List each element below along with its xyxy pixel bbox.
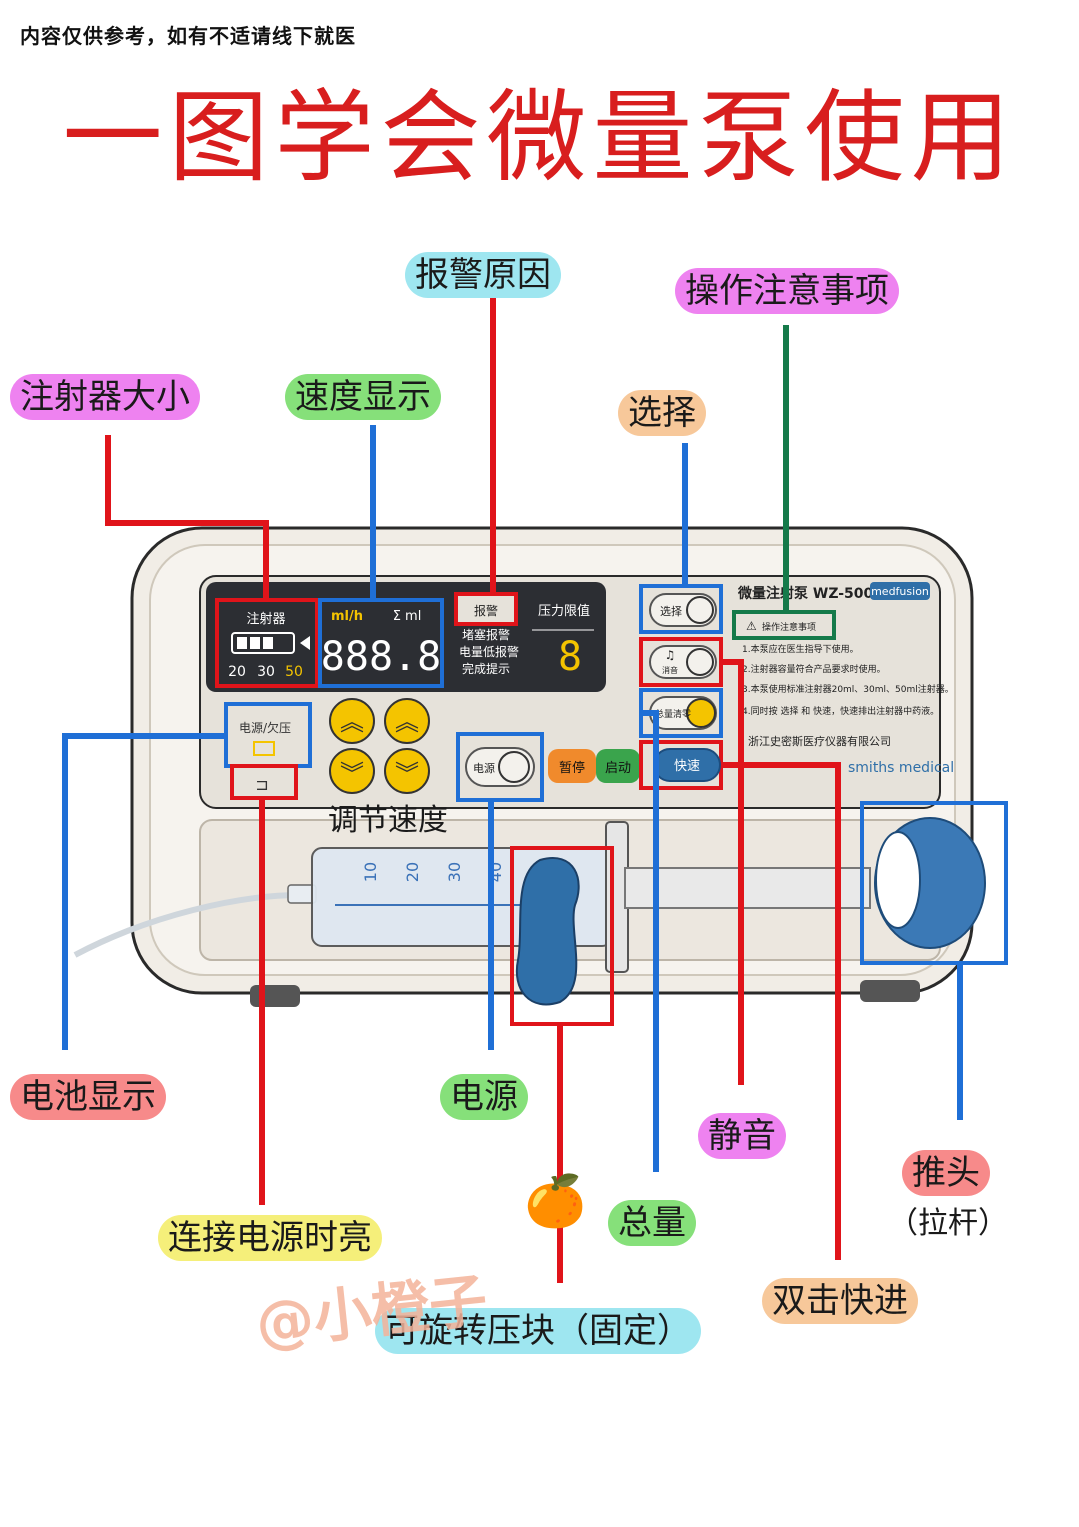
mute-btn-label: 消音 xyxy=(662,665,678,675)
label-select: 选择 xyxy=(618,390,706,436)
disclaimer-text: 内容仅供参考，如有不适请线下就医 xyxy=(20,24,356,48)
size-30: 30 xyxy=(257,664,275,680)
note-4: 4.同时按 选择 和 快速，快速排出注射器中药液。 xyxy=(742,705,939,717)
pause-button xyxy=(548,749,596,783)
alarm-section: 报警 堵塞报警 电量低报警 完成提示 xyxy=(454,592,519,676)
total-btn-label: 总量清零 xyxy=(655,708,691,720)
orange-icon: 🍊 xyxy=(524,1172,587,1230)
note-3: 3.本泵使用标准注射器20ml、30ml、50ml注射器。 xyxy=(742,683,954,695)
rate-digits: 888.8 xyxy=(321,634,441,680)
speed-up-button-2 xyxy=(384,698,430,744)
alarm-button: 报警 xyxy=(474,603,498,618)
main-title: 一图学会微量泵使用 xyxy=(62,79,1017,196)
warning-icon: ⚠ xyxy=(746,619,757,633)
notice-title: 操作注意事项 xyxy=(762,621,816,633)
label-mute: 静音 xyxy=(698,1113,786,1159)
total-unit: Σ ml xyxy=(393,609,422,624)
pause-label: 暂停 xyxy=(559,760,585,776)
label-syringe-size: 注射器大小 xyxy=(10,374,200,420)
rate-unit: ml/h xyxy=(331,609,363,624)
syringe-battery-icon xyxy=(231,632,295,654)
speed-down-button-2 xyxy=(384,748,430,794)
syringe-size-display: 注射器 20 30 50 xyxy=(215,598,319,688)
label-alarm-reason: 报警原因 xyxy=(405,252,561,298)
label-double-click-fast: 双击快进 xyxy=(762,1278,918,1324)
pause-start-buttons: 暂停 启动 xyxy=(548,749,640,783)
start-button xyxy=(596,749,640,783)
label-power: 电源 xyxy=(440,1074,528,1120)
right-buttons: 选择 ♫ 消音 总量清零 快速 xyxy=(639,584,723,790)
alarm-item-low-battery: 电量低报警 xyxy=(459,644,519,659)
speed-adjust-buttons: ︽ ︽ ︾ ︾ xyxy=(329,698,430,794)
power-lowvolt-label: 电源/欠压 xyxy=(239,720,291,735)
label-push-head: 推头 xyxy=(902,1150,990,1196)
power-btn-label: 电源 xyxy=(473,761,495,775)
speed-display: ml/h Σ ml 888.8 xyxy=(318,598,444,688)
label-battery-display: 电池显示 xyxy=(10,1074,166,1120)
label-total: 总量 xyxy=(608,1200,696,1246)
label-precautions: 操作注意事项 xyxy=(675,268,899,314)
label-power-connected-light: 连接电源时亮 xyxy=(158,1215,382,1261)
svg-text:︽: ︽ xyxy=(395,708,419,736)
alarm-item-occlusion: 堵塞报警 xyxy=(462,627,510,642)
push-head xyxy=(860,801,1008,965)
fast-btn-label: 快速 xyxy=(674,759,700,774)
speed-down-button-1 xyxy=(329,748,375,794)
svg-text:︾: ︾ xyxy=(395,760,419,788)
label-rotating-clamp: 可旋转压块（固定） xyxy=(375,1308,701,1354)
svg-text:︽: ︽ xyxy=(340,708,364,736)
alarm-item-complete: 完成提示 xyxy=(462,661,510,676)
note-1: 1.本泵应在医生指导下使用。 xyxy=(742,643,859,655)
scale-30: 30 xyxy=(445,862,464,882)
label-push-head-sub: （拉杆） xyxy=(888,1206,1008,1241)
syringe-label: 注射器 xyxy=(246,611,285,627)
brand-text: smiths medical xyxy=(848,760,954,776)
model-text: 微量注射泵 WZ-500C6 xyxy=(737,585,893,602)
pressure-limit: 压力限值 8 xyxy=(532,603,594,680)
callout-lines xyxy=(62,293,963,1283)
size-20: 20 xyxy=(228,664,246,680)
scale-10: 10 xyxy=(361,862,380,882)
label-adjust-speed: 调节速度 xyxy=(328,803,448,838)
note-2: 2.注射器容量符合产品要求时使用。 xyxy=(742,663,886,675)
size-50: 50 xyxy=(285,664,303,680)
pressure-digit: 8 xyxy=(558,634,582,680)
brand-badge: medfusion xyxy=(871,585,929,598)
pressure-label: 压力限值 xyxy=(538,603,590,619)
scale-20: 20 xyxy=(403,862,422,882)
speed-up-button-1 xyxy=(329,698,375,744)
svg-text:︾: ︾ xyxy=(340,760,364,788)
plug-icon: ⊐ xyxy=(255,775,268,794)
start-label: 启动 xyxy=(605,761,631,776)
bell-icon: ♫ xyxy=(665,648,676,662)
power-button-group: 电源 xyxy=(456,732,544,802)
select-btn-label: 选择 xyxy=(660,604,682,618)
manufacturer-text: 浙江史密斯医疗仪器有限公司 xyxy=(748,734,891,748)
label-speed-display: 速度显示 xyxy=(285,374,441,420)
low-battery-icon xyxy=(253,741,275,756)
